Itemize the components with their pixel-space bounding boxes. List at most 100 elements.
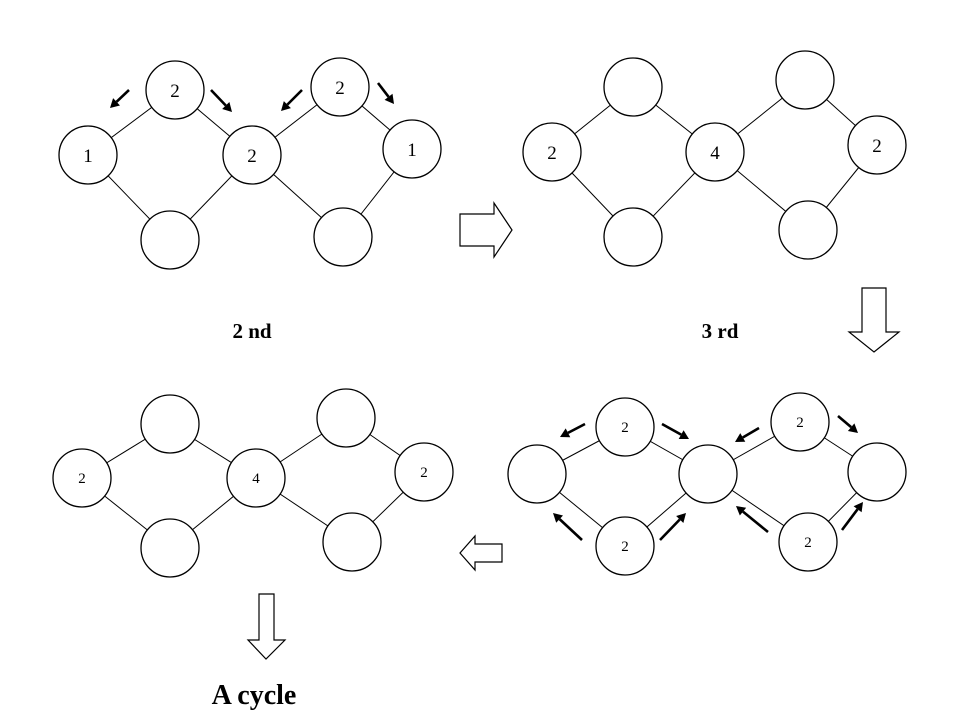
node-value-label: 2 (335, 78, 345, 99)
node-value-label: 2 (872, 136, 882, 157)
message-arrow (210, 89, 232, 112)
graph-node: 2 (52, 448, 112, 508)
message-arrow-shaft (558, 518, 583, 541)
message-arrow (659, 513, 686, 541)
node-value-label: 2 (804, 535, 812, 551)
graph-node: 1 (58, 125, 118, 185)
node-circle (847, 115, 907, 175)
node-value-label: 2 (420, 465, 428, 481)
node-circle (58, 125, 118, 185)
transition-arrow-left (459, 534, 503, 572)
node-circle (394, 442, 454, 502)
node-value-label: 2 (621, 539, 629, 555)
graph-node: 4 (226, 448, 286, 508)
node-circle (778, 512, 838, 572)
graph-node: 4 (685, 122, 745, 182)
node-circle (226, 448, 286, 508)
message-arrow-shaft (659, 518, 681, 541)
graph-node (775, 50, 835, 110)
graph-node: 2 (310, 57, 370, 117)
node-circle (507, 444, 567, 504)
message-arrow-head (847, 423, 858, 433)
graph-node (316, 388, 376, 448)
message-arrow-shaft (840, 508, 859, 531)
message-arrow (661, 422, 689, 439)
node-circle (522, 122, 582, 182)
node-circle (313, 207, 373, 267)
node-value-label: 4 (710, 143, 720, 164)
transition-arrow-right (459, 201, 513, 259)
node-circle (52, 448, 112, 508)
message-arrow-head (110, 98, 120, 108)
node-value-label: 4 (252, 471, 260, 487)
node-value-label: 2 (247, 146, 257, 167)
node-value-label: 1 (407, 140, 417, 161)
graph-node: 1 (382, 119, 442, 179)
node-circle (678, 444, 738, 504)
node-value-label: 1 (83, 146, 93, 167)
graph-node (678, 444, 738, 504)
message-arrow-shaft (286, 89, 303, 106)
graph-node (313, 207, 373, 267)
message-arrow (735, 426, 760, 442)
graph-edges (81, 79, 878, 549)
node-value-label: 2 (547, 143, 557, 164)
message-arrow-shaft (837, 415, 852, 429)
message-arrow-head (553, 513, 563, 523)
node-circle (603, 57, 663, 117)
message-arrow-head (384, 93, 394, 104)
message-arrow (110, 89, 130, 108)
message-arrow-shaft (742, 426, 760, 439)
node-circle (222, 125, 282, 185)
node-circle (603, 207, 663, 267)
message-arrow-head (560, 428, 571, 438)
graph-node (603, 207, 663, 267)
graph-node (140, 210, 200, 270)
panel-caption-second: 2 nd (232, 319, 271, 343)
graph-node (778, 200, 838, 260)
node-value-label: 2 (78, 471, 86, 487)
graph-node: 2 (222, 125, 282, 185)
message-arrow (281, 89, 303, 111)
node-value-label: 2 (170, 81, 180, 102)
node-circle (316, 388, 376, 448)
message-arrow-head (678, 430, 689, 439)
node-circle (145, 60, 205, 120)
graph-node: 2 (394, 442, 454, 502)
message-arrow-head (736, 506, 747, 516)
node-circle (685, 122, 745, 182)
graph-node (140, 518, 200, 578)
node-circle (310, 57, 370, 117)
message-arrow-head (853, 502, 863, 513)
node-circle (140, 518, 200, 578)
node-circle (778, 200, 838, 260)
message-arrow-shaft (742, 510, 769, 534)
node-circle (595, 397, 655, 457)
graph-node (140, 394, 200, 454)
panel-caption-third: 3 rd (702, 319, 739, 343)
message-arrow-shaft (210, 89, 227, 107)
message-arrow (376, 82, 394, 104)
message-arrow-head (735, 433, 746, 442)
message-arrow (560, 422, 586, 438)
message-arrow-head (281, 101, 291, 111)
node-circle (847, 442, 907, 502)
graph-node: 2 (145, 60, 205, 120)
message-arrow (736, 506, 769, 534)
graph-node: 2 (847, 115, 907, 175)
graph-node: 2 (778, 512, 838, 572)
final-caption: A cycle (212, 680, 297, 711)
node-circle (140, 210, 200, 270)
graph-node (847, 442, 907, 502)
node-circle (140, 394, 200, 454)
message-arrow-head (222, 102, 232, 112)
node-circle (775, 50, 835, 110)
node-value-label: 2 (621, 420, 629, 436)
graph-node: 2 (595, 397, 655, 457)
message-arrow-shaft (376, 82, 390, 98)
graph-node (322, 512, 382, 572)
node-circle (770, 392, 830, 452)
node-circle (595, 516, 655, 576)
transition-arrow-down-top (847, 287, 901, 353)
message-arrow (553, 513, 583, 541)
